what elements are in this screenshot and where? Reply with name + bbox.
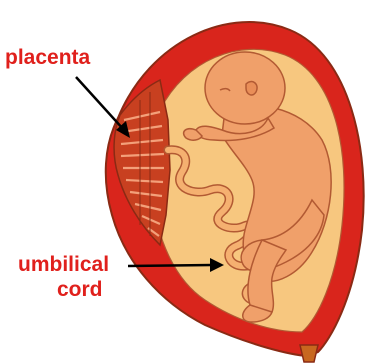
label-placenta: placenta: [5, 46, 91, 69]
label-umbilical: umbilical: [18, 253, 109, 276]
label-cord: cord: [57, 278, 103, 301]
cervix: [300, 345, 318, 362]
